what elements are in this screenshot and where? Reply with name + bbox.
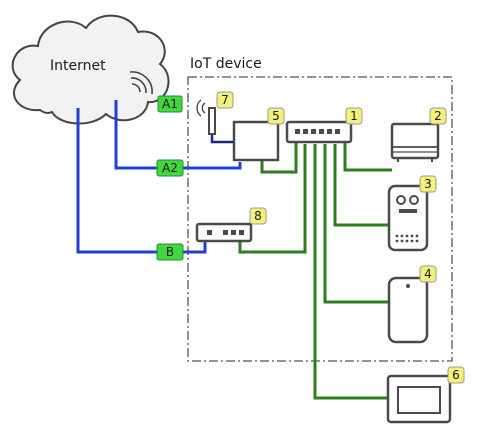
svg-text:A2: A2 xyxy=(162,161,178,175)
modem-device xyxy=(195,222,253,243)
iot-device-boundary xyxy=(187,76,453,362)
svg-text:B: B xyxy=(166,245,174,259)
router-device xyxy=(232,120,280,162)
phone-device xyxy=(387,276,429,344)
switch-device xyxy=(285,120,353,144)
lan-line-8-1 xyxy=(238,144,307,254)
badge-1: 1 xyxy=(345,107,363,125)
iot-device-label: IoT device xyxy=(190,56,262,72)
lan-line-1-4 xyxy=(323,144,389,304)
badge-4: 4 xyxy=(419,265,437,283)
tag-a2: A2 xyxy=(156,159,184,177)
svg-text:3: 3 xyxy=(424,177,432,191)
antenna-signal-icon xyxy=(196,99,206,117)
controller-device xyxy=(390,122,440,162)
svg-text:4: 4 xyxy=(424,267,432,281)
svg-text:8: 8 xyxy=(254,209,262,223)
lan-line-1-6 xyxy=(313,144,388,400)
svg-text:2: 2 xyxy=(434,109,442,123)
tag-a1: A1 xyxy=(157,95,183,113)
svg-text:5: 5 xyxy=(272,109,280,123)
badge-2: 2 xyxy=(429,107,447,125)
badge-7: 7 xyxy=(216,91,234,109)
panel-device xyxy=(387,184,429,252)
svg-text:7: 7 xyxy=(221,93,229,107)
lan-connections xyxy=(238,142,392,400)
badge-8: 8 xyxy=(249,207,267,225)
lan-line-1-3 xyxy=(333,144,389,227)
lan-line-1-2 xyxy=(343,142,392,172)
display-device xyxy=(386,374,452,424)
antenna-device xyxy=(196,99,216,135)
badge-5: 5 xyxy=(267,107,285,125)
internet-cloud: Internet xyxy=(11,14,170,125)
cloud-signal-icon xyxy=(129,71,153,95)
internet-label: Internet xyxy=(50,58,106,74)
svg-text:1: 1 xyxy=(350,109,358,123)
svg-text:6: 6 xyxy=(452,368,460,382)
lan-line-5-1 xyxy=(260,143,298,174)
svg-text:A1: A1 xyxy=(162,97,178,111)
tag-b: B xyxy=(156,243,184,261)
badge-3: 3 xyxy=(419,175,437,193)
wan-line-b xyxy=(76,108,207,254)
antenna-cable xyxy=(210,132,236,144)
badge-6: 6 xyxy=(447,366,465,384)
